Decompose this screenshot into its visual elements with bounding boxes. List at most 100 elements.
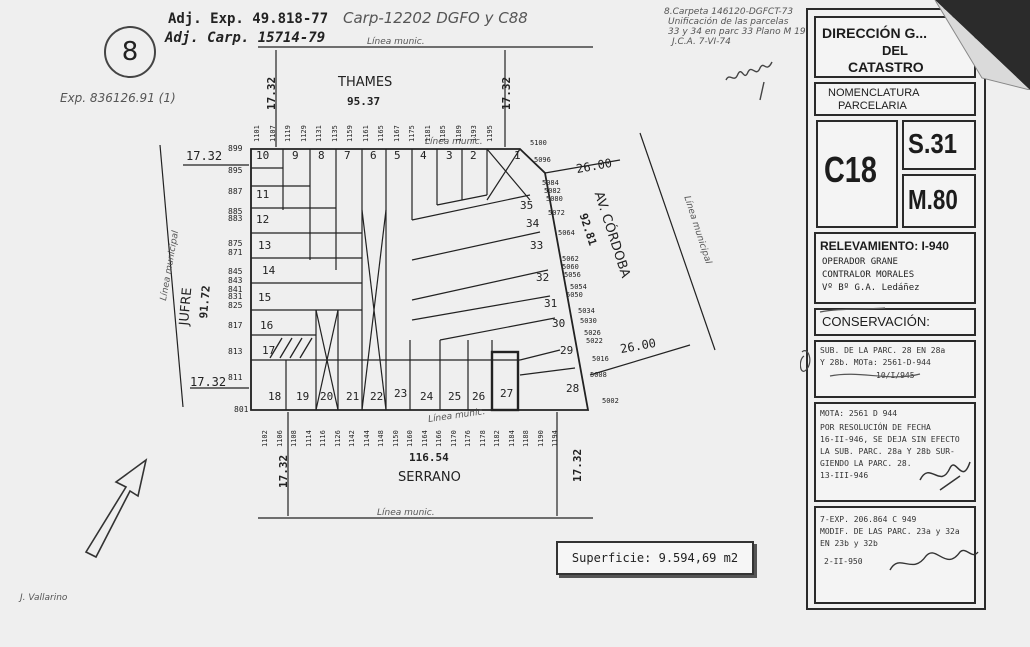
house-number: 1165 [377,125,385,142]
folded-corner [934,0,1030,90]
catastro-panel: DIRECCIÓN G... DEL CATASTRO NOMENCLATURA… [806,8,986,610]
direccion-box: DIRECCIÓN G... DEL CATASTRO [814,16,976,78]
house-number: 5030 [580,317,597,325]
parcel-number: 27 [500,387,514,400]
parcel-number: 12 [256,213,270,226]
conservacion-box: CONSERVACIÓN: [814,308,976,336]
house-number: 1129 [299,125,308,142]
house-number: 1166 [435,430,443,447]
parcel-number: 26 [472,390,486,403]
top-note-2: Unificación de las parcelas [668,17,789,27]
house-number: 5022 [586,337,603,345]
linea-munic-top: Línea munic. [367,37,425,47]
street-jufre: JUFRE [177,286,196,327]
cons-line-4: MOTA: 2561 D 944 [820,409,898,418]
relevamiento-label: RELEVAMIENTO: I-940 [820,239,949,253]
cons-line-13: 2-II-950 [824,557,863,566]
house-number: 1150 [391,430,400,447]
house-number: 813 [228,347,243,356]
house-number: 801 [234,405,249,414]
house-number: 5100 [530,139,547,147]
house-number: 825 [228,301,243,310]
house-number: 1167 [392,125,401,142]
conservacion-label: CONSERVACIÓN: [822,314,930,329]
house-number: 1101 [253,125,261,142]
top-note-1: 8.Carpeta 146120-DGFCT-73 [664,7,794,17]
top-note-3: 33 y 34 en parc 33 Plano M 19-73 [668,27,821,37]
seccion-box: S.31 [902,120,976,170]
house-number: 5034 [578,307,595,315]
adj-carp-label: Adj. Carp. 15714-79 [165,30,326,46]
parcel-number: 28 [566,382,580,395]
house-number: 871 [228,248,243,257]
seccion-code: S.31 [908,128,957,159]
parcel-number: 6 [370,149,377,162]
thames-length: 95.37 [347,95,381,108]
cons-entry-2: MOTA: 2561 D 944 POR RESOLUCIÓN DE FECHA… [814,402,976,502]
house-number: 1114 [304,430,313,447]
house-number: 1107 [268,125,277,142]
house-number: 1144 [362,430,371,447]
cons-entry-1: SUB. DE LA PARC. 28 EN 28a Y 28b. MOTa: … [814,340,976,398]
house-number: 895 [228,166,243,175]
parcel-number: 8 [318,149,325,162]
house-number: 1185 [439,125,447,142]
dim-chamfer-3: 17.32 [277,454,290,488]
linea-munic-bottom: Línea munic. [377,508,435,518]
adj-exp-label: Adj. Exp. 49.818-77 [168,11,329,27]
top-note-4: J.C.A. 7-VI-74 [672,37,731,47]
parcel-number: 34 [526,217,540,230]
del-label: DEL [882,43,908,58]
parcel-number: 7 [344,149,351,162]
house-number: 843 [228,276,243,285]
parcel-number: 24 [420,390,434,403]
parcel-number: 35 [520,199,534,212]
house-number: 899 [228,144,243,153]
house-number: 5080 [546,195,563,203]
nomenclatura-label: NOMENCLATURA [828,87,920,99]
cons-line-2: Y 28b. MOTa: 2561-D-944 [820,358,931,367]
parcel-number: 25 [448,390,462,403]
catastro-label: CATASTRO [848,59,924,75]
house-number: 1175 [408,125,416,142]
house-number: 1164 [420,430,429,447]
parcelaria-label: PARCELARIA [838,100,907,112]
linea-munic-inner: Línea munic. [425,137,483,147]
exp-handwritten: Exp. 836126.91 (1) [60,91,176,105]
cons-line-10: 7-EXP. 206.864 C 949 [820,515,917,524]
house-number: 1190 [536,430,545,447]
house-number: 1178 [478,430,487,447]
direccion-title: DIRECCIÓN G... [822,25,928,41]
house-number: 1161 [361,125,370,142]
house-number: 5060 [562,263,579,271]
house-number: 883 [228,214,243,223]
jufre-length: 91.72 [197,284,213,320]
parcel-number: 23 [394,387,408,400]
superficie-box: Superficie: 9.594,69 m2 [556,541,754,575]
house-number: 5002 [602,397,619,405]
house-number: 1116 [319,430,327,447]
parcel-number: 33 [530,239,544,252]
house-number: 1119 [284,125,292,142]
house-number: 1106 [275,430,284,447]
house-number: 1142 [348,430,356,447]
house-number: 5016 [592,355,609,363]
circ-code: C18 [824,149,877,190]
house-number: 887 [228,187,243,196]
manzana-box: M.80 [902,174,976,228]
parcel-number: 32 [536,271,550,284]
cons-entry-3: 7-EXP. 206.864 C 949 MODIF. DE LAS PARC.… [814,506,976,604]
dim-chamfer-1: 17.32 [265,76,278,110]
house-number: 5026 [584,329,601,337]
street-serrano: SERRANO [398,470,461,485]
house-number: 1108 [290,430,298,447]
house-number: 1188 [522,430,530,447]
cons-line-11: MODIF. DE LAS PARC. 23a y 32a [820,527,960,536]
circ-box: C18 [816,120,898,228]
dim-chamfer-6: 17.32 [190,375,227,389]
signature-top [725,61,773,101]
house-number: 5008 [590,371,607,379]
carp-handwritten: Carp-12202 DGFO y C88 [343,9,528,27]
house-number: 1189 [454,125,463,142]
